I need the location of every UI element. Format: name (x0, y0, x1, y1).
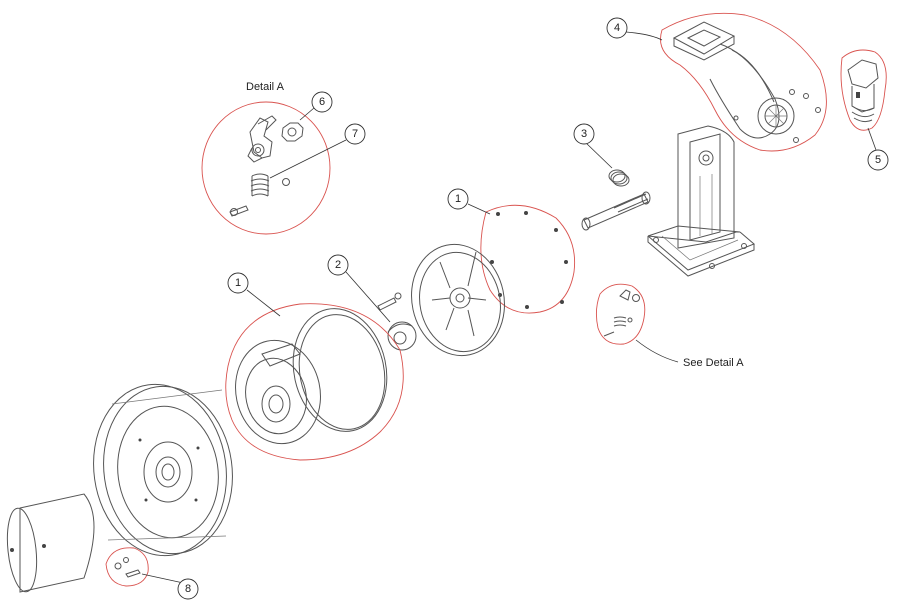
arm-hub (757, 97, 795, 135)
leader-see-detail (635, 339, 679, 363)
callout-2: 2 (327, 254, 349, 276)
callout-6: 6 (311, 91, 333, 113)
mount-arm-group (660, 12, 827, 152)
detail-a-group: Detail A (201, 81, 331, 235)
callout-3: 3 (573, 123, 595, 145)
shaft-part (581, 191, 651, 231)
lock-lever-part (247, 115, 277, 163)
svg-text:3: 3 (581, 128, 587, 140)
svg-text:7: 7 (352, 128, 358, 140)
part-2-group (377, 292, 417, 351)
cover-plate-outline (480, 204, 576, 314)
callout-7: 7 (344, 123, 366, 145)
leader-1-cover (467, 203, 491, 215)
see-detail-a-label: See Detail A (683, 357, 744, 369)
callout-1-cover: 1 (447, 188, 469, 210)
svg-text:1: 1 (455, 193, 461, 205)
part-8-outline (105, 547, 149, 587)
svg-text:6: 6 (319, 96, 325, 108)
leader-4 (625, 31, 663, 41)
svg-text:5: 5 (875, 154, 881, 166)
callout-4: 4 (606, 17, 628, 39)
svg-text:4: 4 (614, 22, 620, 34)
small-nut-part (282, 178, 290, 186)
housing-body (235, 339, 321, 445)
bracket-stand-part (647, 115, 755, 277)
part-8-group (105, 547, 149, 587)
swivel-outline (840, 49, 887, 131)
leader-2 (345, 271, 391, 323)
swivel-elbow (847, 59, 879, 89)
small-bolt (377, 297, 397, 311)
housing-seal-group (225, 303, 404, 461)
cover-plate-part (480, 204, 576, 314)
seal-rings-part (608, 169, 630, 187)
leader-5 (867, 127, 877, 151)
leader-6 (299, 107, 315, 121)
housing-outline (225, 303, 404, 461)
see-detail-circle (595, 283, 646, 345)
spoked-flange-part (411, 243, 505, 357)
swivel-group (840, 49, 887, 131)
leader-7 (269, 139, 347, 179)
see-detail-parts (595, 283, 646, 345)
drum-part (93, 383, 233, 557)
svg-text:2: 2 (335, 259, 341, 271)
detail-a-title: Detail A (246, 81, 285, 93)
callout-5: 5 (867, 149, 889, 171)
leader-1-seal (246, 289, 281, 317)
seal-ring (292, 308, 388, 432)
svg-text:1: 1 (235, 277, 241, 289)
detail-a-circle (201, 101, 331, 235)
spring-part (250, 173, 270, 197)
canister-part (6, 493, 95, 593)
callout-1-seal: 1 (227, 272, 249, 294)
leader-3 (584, 141, 613, 169)
bearing-part (387, 321, 417, 351)
hex-nut-part (281, 122, 304, 142)
callout-8: 8 (177, 578, 199, 600)
svg-text:8: 8 (185, 583, 191, 595)
bolt-part (229, 205, 249, 217)
mount-arm-outline (660, 12, 827, 152)
